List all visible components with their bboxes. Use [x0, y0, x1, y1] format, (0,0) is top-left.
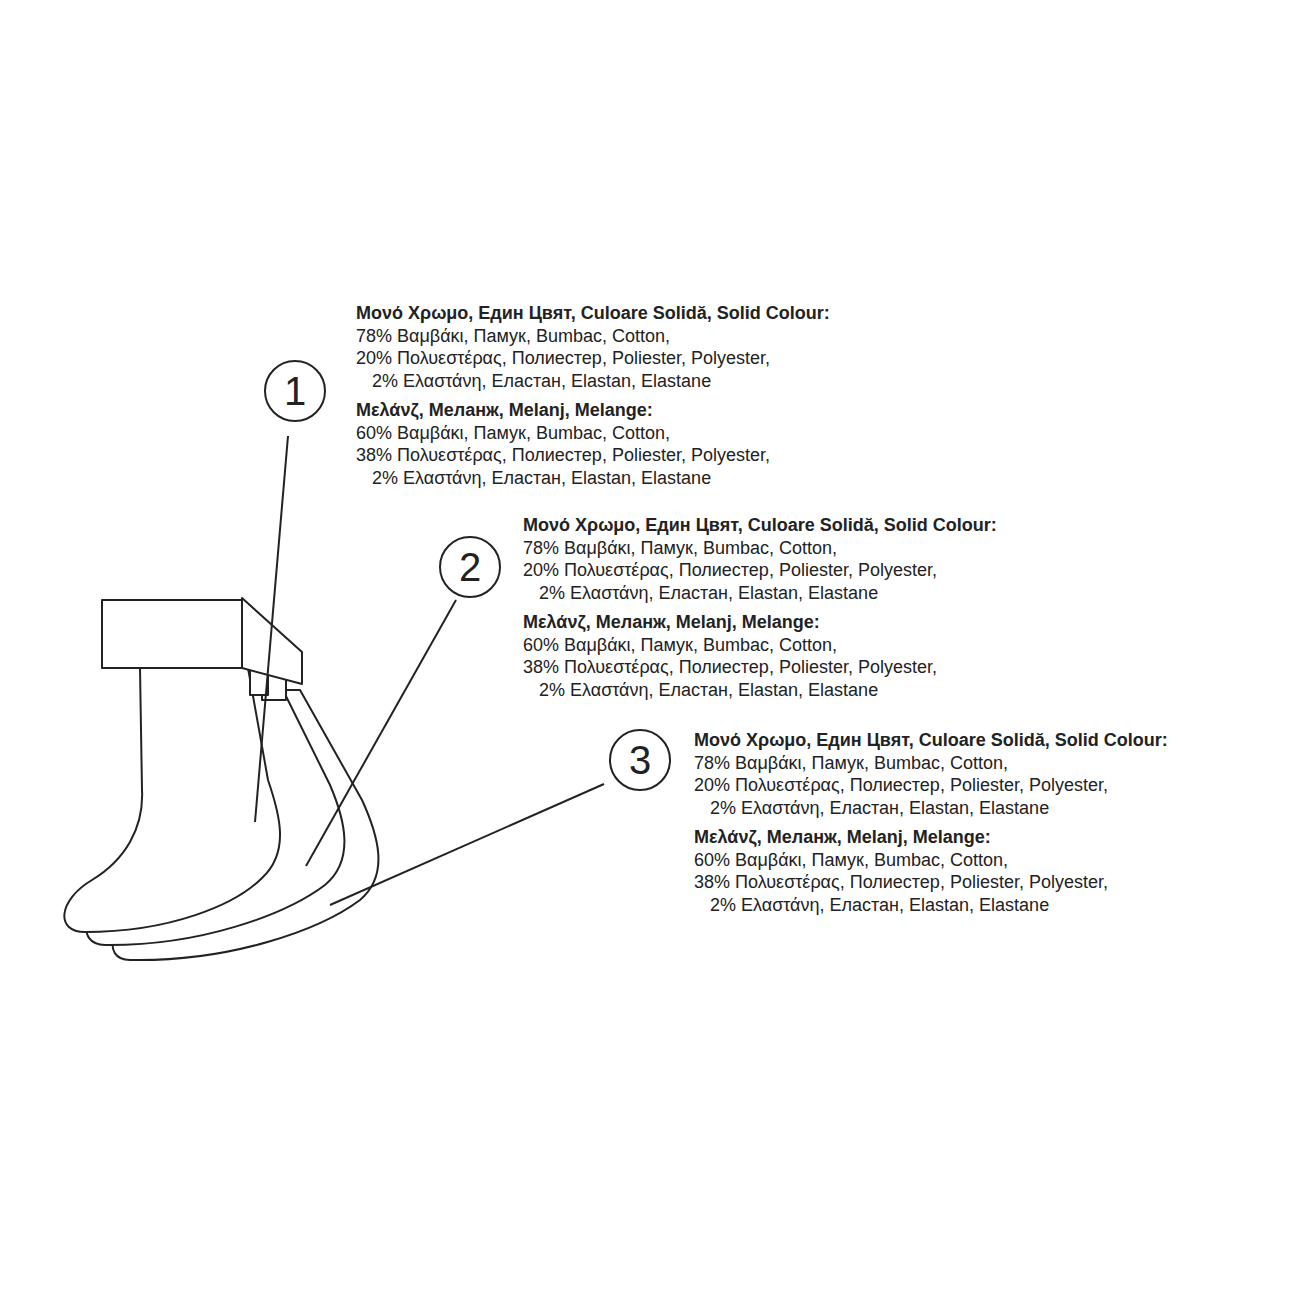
composition-line: 38% Πολυεστέρας, Полиестер, Poliester, P… — [694, 871, 1108, 893]
composition-line: 60% Βαμβάκι, Памук, Bumbac, Cotton, — [356, 422, 670, 444]
composition-line: 78% Βαμβάκι, Памук, Bumbac, Cotton, — [523, 537, 837, 559]
callout-circle: 3 — [609, 729, 671, 791]
composition-line: 78% Βαμβάκι, Памук, Bumbac, Cotton, — [356, 325, 670, 347]
composition-line: 20% Πολυεστέρας, Полиестер, Poliester, P… — [523, 559, 937, 581]
composition-line: 38% Πολυεστέρας, Полиестер, Poliester, P… — [523, 656, 937, 678]
composition-line: 2% Ελαστάνη, Еластан, Elastan, Elastane — [539, 582, 878, 604]
callout-number: 1 — [284, 371, 306, 411]
composition-line: 20% Πολυεστέρας, Полиестер, Poliester, P… — [694, 774, 1108, 796]
sock-outline — [64, 668, 280, 932]
composition-line: 20% Πολυεστέρας, Полиестер, Poliester, P… — [356, 347, 770, 369]
composition-line: 38% Πολυεστέρας, Полиестер, Poliester, P… — [356, 444, 770, 466]
composition-heading: Μελάνζ, Меланж, Melanj, Melange: — [523, 611, 820, 633]
composition-line: 2% Ελαστάνη, Еластан, Elastan, Elastane — [539, 679, 878, 701]
leader-line — [255, 436, 288, 822]
callout-number: 3 — [629, 740, 651, 780]
leader-line — [330, 784, 604, 905]
callout-number: 2 — [459, 547, 481, 587]
composition-line: 2% Ελαστάνη, Еластан, Elastan, Elastane — [710, 894, 1049, 916]
label-box-side — [242, 598, 302, 684]
callout-circle: 1 — [264, 360, 326, 422]
composition-line: 60% Βαμβάκι, Памук, Bumbac, Cotton, — [694, 849, 1008, 871]
label-box-front — [102, 600, 242, 668]
composition-heading: Μονό Χρωμο, Един Цвят, Culoare Solidă, S… — [694, 729, 1168, 751]
composition-line: 2% Ελαστάνη, Еластан, Elastan, Elastane — [710, 797, 1049, 819]
composition-heading: Μονό Χρωμο, Един Цвят, Culoare Solidă, S… — [523, 514, 997, 536]
composition-line: 60% Βαμβάκι, Памук, Bumbac, Cotton, — [523, 634, 837, 656]
composition-line: 78% Βαμβάκι, Памук, Bumbac, Cotton, — [694, 752, 1008, 774]
composition-heading: Μελάνζ, Меланж, Melanj, Melange: — [694, 826, 991, 848]
composition-line: 2% Ελαστάνη, Еластан, Elastan, Elastane — [372, 467, 711, 489]
callout-circle: 2 — [439, 536, 501, 598]
composition-heading: Μελάνζ, Меланж, Melanj, Melange: — [356, 399, 653, 421]
leader-line — [306, 600, 456, 866]
composition-line: 2% Ελαστάνη, Еластан, Elastan, Elastane — [372, 370, 711, 392]
composition-heading: Μονό Χρωμο, Един Цвят, Culoare Solidă, S… — [356, 302, 830, 324]
